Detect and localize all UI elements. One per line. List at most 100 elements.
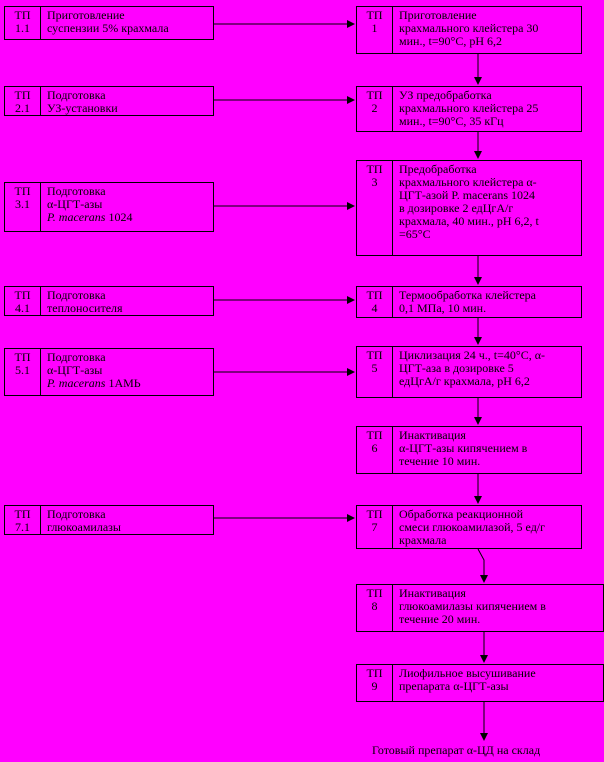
step-code-number: 1	[371, 21, 378, 35]
step-text-segment: 1024	[105, 210, 133, 224]
step-text-segment: α-ЦГТ-азы	[47, 197, 103, 211]
step-code-number: 4	[371, 301, 378, 315]
step-text-line: Подготовка	[47, 289, 123, 302]
step-text-line: крахмала	[399, 533, 447, 547]
step-text-line: в дозировке 2 едЦгА/г	[399, 201, 514, 215]
step-text-line: Приготовление	[47, 9, 169, 22]
step-text-segment: УЗ-установки	[47, 101, 118, 115]
step-text-line: =65°С	[399, 227, 431, 241]
step-text-segment: Подготовка	[47, 507, 106, 521]
step-text-line: Термообработка клейстера	[399, 288, 536, 302]
step-text-segment: Подготовка	[47, 88, 106, 102]
step-code-number: 4.1	[15, 301, 30, 315]
step-text-line: УЗ предобработка	[399, 88, 492, 102]
step-code-number: 2.1	[15, 101, 30, 115]
step-code-number: 5.1	[15, 363, 30, 377]
step-text-line: Подготовка	[47, 351, 141, 364]
step-code-prefix: ТП	[366, 8, 383, 22]
step-text-line: течение 20 мин.	[399, 612, 481, 626]
step-text-segment: P. macerans	[47, 376, 106, 390]
step-code-prefix: ТП	[366, 88, 383, 102]
step-text-line: крахмала, 40 мин., рН 6,2, t	[399, 214, 539, 228]
step-text-line: Подготовка	[47, 89, 118, 102]
step-description: Циклизация 24 ч., t=40°С, α-ЦГТ-аза в до…	[393, 347, 549, 388]
step-text-line: Приготовление	[399, 8, 477, 22]
step-text-segment: глюкоамилазы	[47, 520, 121, 534]
step-text-segment: P. macerans	[47, 210, 106, 224]
step-code-prefix: ТП	[366, 288, 383, 302]
step-text-line: Подготовка	[47, 185, 132, 198]
step-code-prefix: ТП	[14, 88, 31, 102]
step-text-segment: суспензии 5% крахмала	[47, 21, 169, 35]
step-code-prefix: ТП	[366, 348, 383, 362]
step-text-line: Лиофильное высушивание	[399, 666, 536, 680]
step-code-number: 7	[371, 520, 378, 534]
step-code-number: 3	[371, 175, 378, 189]
step-code-prefix: ТП	[14, 288, 31, 302]
final-output-label: Готовый препарат α-ЦД на склад	[372, 743, 541, 757]
step-text-line: Инактивация	[399, 586, 466, 600]
step-code-prefix: ТП	[14, 350, 31, 364]
step-text-line: α-ЦГТ-азы кипячением в	[399, 441, 528, 455]
step-code-prefix: ТП	[14, 8, 31, 22]
step-code-number: 9	[371, 679, 378, 693]
step-text-line: P. macerans 1024	[47, 211, 132, 224]
step-text-line: крахмального клейстера α-	[399, 175, 537, 189]
step-text-line: препарата α-ЦГТ-азы	[399, 679, 509, 693]
step-text-line: ЦГТ-аза в дозировке 5	[399, 361, 514, 375]
step-text-segment: Подготовка	[47, 184, 106, 198]
step-text-line: Циклизация 24 ч., t=40°С, α-	[399, 348, 545, 362]
step-text-line: едЦгА/г крахмала, рН 6,2	[399, 374, 530, 388]
step-code-prefix: ТП	[14, 507, 31, 521]
step-text-line: мин., t=90°С, 35 кГц	[399, 114, 504, 128]
step-code-prefix: ТП	[14, 184, 31, 198]
step-code-number: 2	[371, 101, 378, 115]
step-text-line: Инактивация	[399, 428, 466, 442]
step-code-number: 5	[371, 361, 378, 375]
step-text-line: суспензии 5% крахмала	[47, 22, 169, 35]
step-code-number: 3.1	[15, 197, 30, 211]
step-text-line: крахмального клейстера 30	[399, 21, 539, 35]
step-text-line: течение 10 мин.	[399, 454, 481, 468]
step-text-segment: Подготовка	[47, 288, 106, 302]
step-text-line: P. macerans 1АМЬ	[47, 377, 141, 390]
step-text-line: Обработка реакционной	[399, 507, 524, 521]
step-text-segment: теплоносителя	[47, 301, 123, 315]
step-text-line: 0,1 МПа, 10 мин.	[399, 301, 487, 315]
step-code-number: 8	[371, 599, 378, 613]
step-text-line: глюкоамилазы кипячением в	[399, 599, 546, 613]
